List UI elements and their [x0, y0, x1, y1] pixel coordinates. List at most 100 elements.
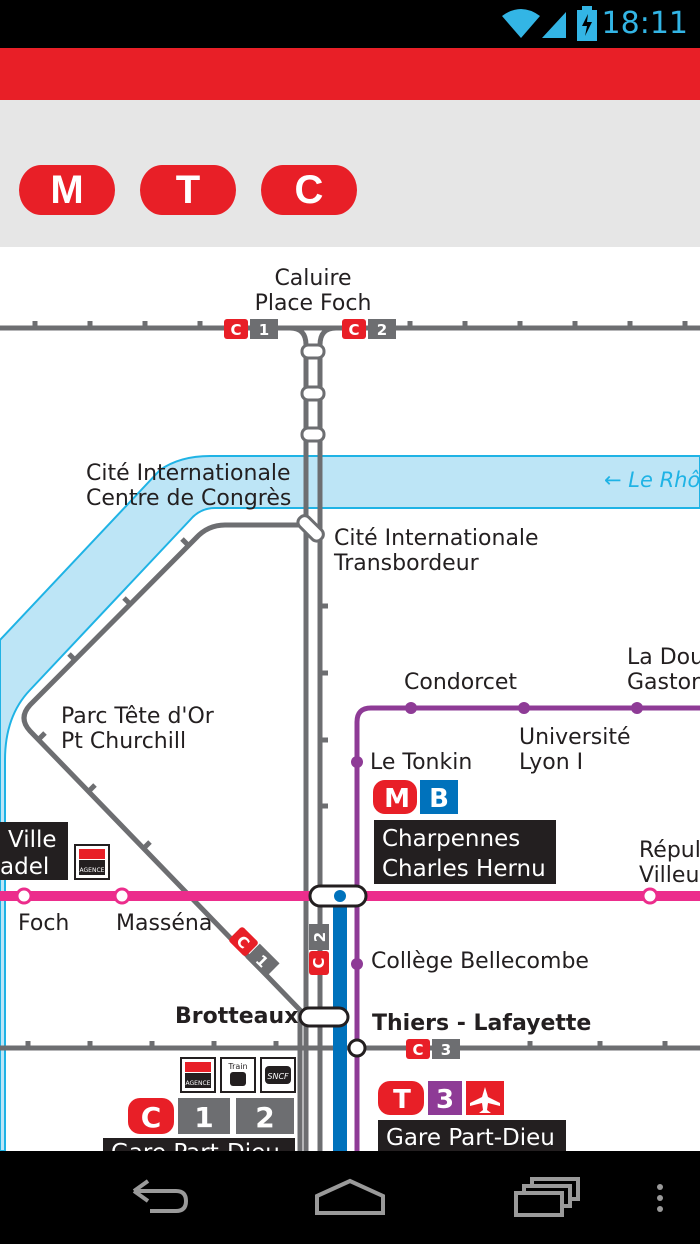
- parc-label-line2[interactable]: Pt Churchill: [61, 729, 186, 754]
- svg-text:1: 1: [194, 1101, 213, 1134]
- gare-partdieu-bus-label: Gare Part-Dieu: [111, 1140, 280, 1151]
- ville-label-line2: adel: [0, 854, 49, 880]
- tram-line: [354, 705, 700, 1151]
- republique-label-line1[interactable]: Répul: [639, 838, 700, 863]
- republique-station-dot[interactable]: [641, 887, 659, 905]
- overflow-menu-icon: [657, 1184, 663, 1212]
- gare-partdieu-bus-label-box: [103, 1138, 295, 1151]
- airplane-icon: [470, 1087, 500, 1113]
- recent-apps-button[interactable]: [490, 1151, 600, 1244]
- agence-icon-partdieu: AGENCE: [180, 1057, 216, 1093]
- status-bar: 18:11: [0, 0, 700, 48]
- svg-text:2: 2: [255, 1101, 274, 1134]
- bus-line-c1-diagonal: [21, 522, 306, 1151]
- home-icon: [315, 1178, 385, 1215]
- svg-text:Train: Train: [227, 1062, 247, 1071]
- le-tonkin-station-dot[interactable]: [351, 756, 363, 768]
- ville-label-box: [0, 822, 68, 880]
- la-doua-station-dot[interactable]: [631, 702, 643, 714]
- la-doua-label-line1[interactable]: La Dou: [627, 645, 700, 670]
- sncf-icon: SNCF: [260, 1057, 296, 1093]
- svg-text:3: 3: [436, 1085, 454, 1115]
- wifi-icon: [502, 9, 540, 38]
- svg-text:C: C: [310, 957, 328, 968]
- bus-c-filter-button[interactable]: C: [261, 165, 357, 215]
- svg-text:M: M: [384, 784, 410, 814]
- svg-text:1: 1: [259, 321, 269, 339]
- agence-icon-ville: AGENCE: [74, 844, 110, 880]
- thiers-lafayette-stop[interactable]: [347, 1038, 367, 1058]
- svg-text:C: C: [348, 321, 359, 339]
- svg-text:2: 2: [311, 932, 329, 942]
- badge-metro-m-b: M B: [373, 780, 458, 814]
- svg-text:AGENCE: AGENCE: [186, 1080, 211, 1087]
- le-tonkin-label[interactable]: Le Tonkin: [370, 750, 472, 775]
- home-button[interactable]: [295, 1151, 405, 1244]
- cite-congres-label-line2[interactable]: Centre de Congrès: [86, 486, 291, 511]
- parc-label-line1[interactable]: Parc Tête d'Or: [61, 704, 215, 729]
- cite-transbordeur-label-line2[interactable]: Transbordeur: [333, 551, 480, 576]
- svg-text:AGENCE: AGENCE: [80, 867, 105, 874]
- college-label[interactable]: Collège Bellecombe: [371, 949, 589, 974]
- badge-c2-top: C 2: [342, 319, 396, 339]
- caluire-stop[interactable]: [300, 343, 326, 360]
- la-doua-label-line2[interactable]: Gaston: [627, 670, 700, 695]
- thiers-lafayette-label[interactable]: Thiers - Lafayette: [372, 1011, 591, 1036]
- badge-c2-vertical: 2 C: [309, 924, 329, 975]
- svg-text:2: 2: [377, 321, 387, 339]
- caluire-label-line2[interactable]: Place Foch: [255, 291, 372, 316]
- metro-filter-button[interactable]: M: [19, 165, 115, 215]
- svg-text:SNCF: SNCF: [267, 1072, 289, 1081]
- train-icon: Train: [220, 1057, 256, 1093]
- cite-transbordeur-label-line1[interactable]: Cité Internationale: [334, 526, 539, 551]
- foch-station-dot[interactable]: [15, 887, 33, 905]
- universite-label-line2[interactable]: Lyon I: [519, 750, 583, 775]
- badge-c1-top: C 1: [224, 319, 278, 339]
- transit-map[interactable]: ← Le Rhô: [0, 247, 700, 1151]
- charpennes-label-line1: Charpennes: [382, 826, 520, 852]
- battery-charging-icon: [577, 6, 597, 41]
- svg-text:T: T: [393, 1085, 411, 1115]
- transit-map-svg[interactable]: ← Le Rhô: [0, 247, 700, 1151]
- republique-label-line2[interactable]: Villeu: [639, 863, 699, 888]
- badge-bus-c1-c2-partdieu: C 1 2: [128, 1098, 294, 1134]
- massena-label[interactable]: Masséna: [116, 911, 212, 936]
- universite-station-dot[interactable]: [518, 702, 530, 714]
- overflow-menu-button[interactable]: [640, 1151, 680, 1244]
- clock: 18:11: [601, 6, 688, 41]
- charpennes-label-box: [374, 820, 556, 884]
- river-label: ← Le Rhô: [604, 468, 700, 492]
- massena-station-dot[interactable]: [113, 887, 131, 905]
- ville-label-line1: Ville: [8, 827, 57, 853]
- gare-partdieu-tram-label: Gare Part-Dieu: [386, 1125, 555, 1151]
- signal-icon: [542, 12, 566, 38]
- stop-2[interactable]: [300, 385, 326, 402]
- tram-filter-button[interactable]: T: [140, 165, 236, 215]
- college-station-dot[interactable]: [351, 958, 363, 970]
- svg-text:C: C: [230, 321, 241, 339]
- back-button[interactable]: [100, 1151, 210, 1244]
- charpennes-label-line2: Charles Hernu: [382, 856, 546, 882]
- badge-tram-t3-airport: T 3: [378, 1081, 504, 1115]
- svg-text:C: C: [412, 1041, 423, 1059]
- caluire-label-line1[interactable]: Caluire: [274, 266, 351, 291]
- brotteaux-label[interactable]: Brotteaux: [175, 1004, 298, 1029]
- foch-label[interactable]: Foch: [18, 911, 69, 936]
- stop-3[interactable]: [300, 426, 326, 443]
- condorcet-station-dot[interactable]: [405, 702, 417, 714]
- recent-apps-icon: [514, 1177, 580, 1217]
- action-bar: [0, 48, 700, 100]
- svg-text:C: C: [141, 1101, 162, 1134]
- badge-c1-diagonal: C 1: [229, 927, 280, 978]
- badge-c3: C 3: [406, 1039, 460, 1059]
- brotteaux-stop[interactable]: [298, 1006, 350, 1028]
- back-icon: [132, 1179, 189, 1213]
- charpennes-metro-b-dot: [334, 890, 346, 902]
- condorcet-label[interactable]: Condorcet: [404, 670, 517, 695]
- svg-text:B: B: [429, 784, 449, 814]
- system-navigation-bar: [0, 1151, 700, 1244]
- cite-congres-label-line1[interactable]: Cité Internationale: [86, 461, 291, 486]
- svg-text:3: 3: [441, 1041, 451, 1059]
- cite-internationale-stop[interactable]: [295, 513, 325, 543]
- universite-label-line1[interactable]: Université: [519, 725, 631, 750]
